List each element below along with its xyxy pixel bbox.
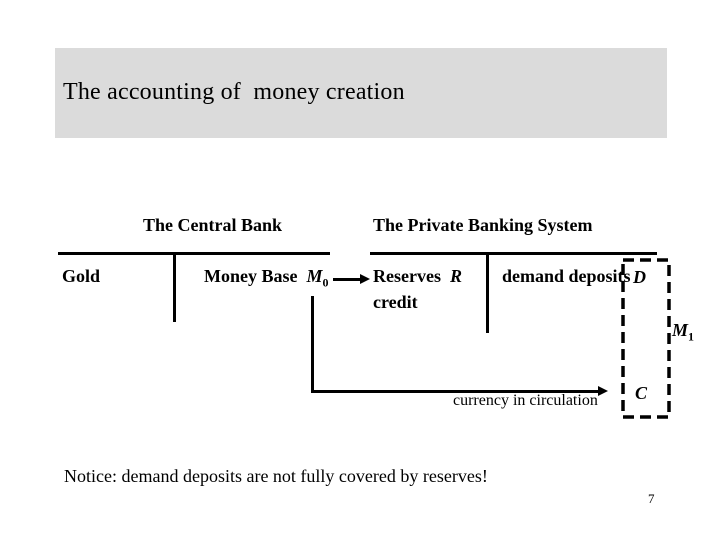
currency-symbol: C — [635, 383, 648, 403]
money-base-text: Money Base — [204, 266, 298, 286]
m1-dashed-box — [621, 258, 671, 419]
central-bank-header: The Central Bank — [143, 215, 283, 235]
connector-vertical — [311, 296, 314, 393]
money-base-subscript: 0 — [322, 275, 329, 290]
central-bank-top-line — [58, 252, 330, 255]
deposits-symbol: D — [633, 267, 646, 287]
title-bar: The accounting of money creation — [55, 48, 667, 138]
reserves-text: Reserves — [373, 266, 441, 286]
page-number: 7 — [648, 491, 655, 506]
arrow-right-icon — [598, 386, 608, 396]
arrow-shaft — [333, 278, 361, 281]
reserves-symbol: R — [449, 266, 462, 286]
demand-deposits-label: demand deposits — [502, 266, 631, 286]
m1-symbol: M — [672, 320, 689, 340]
credit-label: credit — [373, 292, 418, 312]
currency-flow-label: currency in circulation — [453, 392, 598, 409]
slide-title: The accounting of money creation — [63, 79, 405, 105]
reserves-label: Reserves R — [373, 266, 462, 287]
notice-text: Notice: demand deposits are not fully co… — [64, 466, 488, 486]
gold-label: Gold — [62, 266, 101, 286]
m1-subscript: 1 — [688, 329, 695, 344]
arrow-right-icon — [360, 274, 370, 284]
private-bank-header: The Private Banking System — [373, 215, 593, 235]
private-bank-top-line — [370, 252, 657, 255]
connector-horizontal — [311, 390, 599, 393]
money-base-symbol: M — [306, 266, 323, 286]
money-base-label: Money Base M0 — [204, 266, 329, 290]
private-bank-divider-line — [486, 252, 489, 333]
central-bank-divider-line — [173, 252, 176, 322]
m1-label: M1 — [672, 320, 695, 344]
